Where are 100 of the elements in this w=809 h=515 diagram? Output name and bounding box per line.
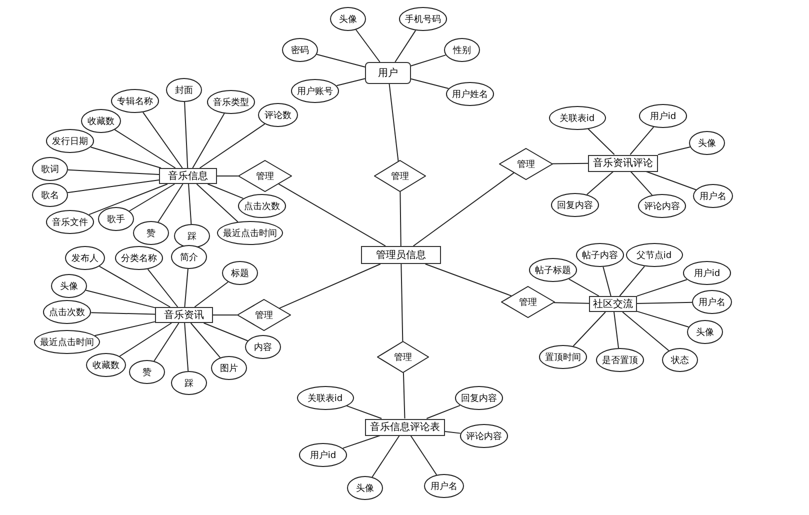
attribute-ellipse: 回复内容 — [550, 193, 600, 217]
connector-line — [658, 146, 691, 156]
connector-line — [410, 435, 438, 476]
connector-line — [646, 171, 696, 190]
attribute-ellipse: 评论数 — [258, 103, 298, 127]
connector-line — [147, 268, 178, 308]
relationship-diamond: 管理 — [377, 341, 429, 373]
connector-line — [388, 84, 399, 162]
attribute-ellipse: 评论内容 — [460, 424, 508, 448]
attribute-ellipse: 内容 — [245, 335, 281, 359]
connector-line — [98, 266, 171, 308]
connector-line — [114, 129, 176, 168]
connector-line — [630, 171, 653, 196]
attribute-ellipse: 状态 — [662, 348, 698, 372]
connector-line — [194, 281, 229, 308]
attribute-ellipse: 头像 — [347, 476, 383, 500]
attribute-ellipse: 标题 — [222, 261, 258, 285]
connector-line — [279, 264, 381, 309]
attribute-ellipse: 封面 — [166, 78, 202, 102]
entity-box: 管理员信息 — [361, 246, 441, 264]
attribute-ellipse: 用户名 — [693, 184, 733, 208]
connector-line — [154, 322, 180, 362]
connector-line — [402, 372, 406, 419]
entity-box: 音乐资讯评论 — [588, 154, 658, 172]
connector-line — [630, 126, 654, 155]
attribute-ellipse: 头像 — [51, 274, 87, 298]
connector-line — [316, 54, 366, 68]
connector-line — [203, 322, 248, 342]
connector-line — [184, 102, 188, 168]
connector-line — [94, 321, 156, 336]
entity-box: 用户 — [365, 62, 411, 84]
connector-line — [336, 78, 366, 86]
attribute-ellipse: 赞 — [129, 360, 165, 384]
attribute-ellipse: 帖子标题 — [528, 258, 578, 282]
connector-line — [119, 322, 172, 357]
attribute-ellipse: 置顶时间 — [538, 345, 588, 369]
connector-line — [67, 180, 160, 194]
connector-line — [602, 266, 612, 296]
attribute-ellipse: 点击次数 — [42, 300, 92, 324]
attribute-ellipse: 分类名称 — [114, 246, 164, 270]
attribute-ellipse: 点击次数 — [238, 194, 286, 218]
connector-line — [553, 302, 590, 304]
attribute-ellipse: 头像 — [687, 320, 723, 344]
connector-line — [636, 302, 693, 304]
connector-line — [207, 184, 244, 199]
attribute-ellipse: 赞 — [133, 221, 169, 245]
connector-line — [372, 435, 400, 478]
attribute-ellipse: 是否置顶 — [596, 348, 644, 372]
attribute-ellipse: 关联表id — [548, 106, 606, 130]
attribute-ellipse: 踩 — [174, 224, 210, 248]
attribute-ellipse: 回复内容 — [454, 386, 504, 410]
attribute-ellipse: 头像 — [330, 7, 366, 31]
connector-line — [90, 146, 162, 168]
attribute-ellipse: 音乐文件 — [46, 210, 94, 234]
connector-line — [142, 112, 183, 168]
connector-line — [158, 184, 184, 222]
attribute-ellipse: 歌词 — [32, 157, 68, 181]
attribute-ellipse: 性别 — [444, 38, 480, 62]
connector-line — [426, 404, 461, 419]
connector-line — [346, 405, 382, 419]
connector-line — [444, 431, 461, 434]
attribute-ellipse: 简介 — [171, 245, 207, 269]
connector-line — [199, 123, 266, 168]
attribute-ellipse: 用户id — [682, 261, 732, 285]
connector-line — [67, 169, 160, 176]
connector-line — [192, 113, 225, 168]
attribute-ellipse: 父节点id — [626, 243, 682, 267]
connector-line — [400, 264, 404, 342]
connector-line — [572, 312, 606, 347]
attribute-ellipse: 用户名 — [692, 290, 732, 314]
attribute-ellipse: 密码 — [282, 38, 318, 62]
connector-line — [614, 312, 619, 349]
connector-line — [619, 266, 646, 296]
attribute-ellipse: 用户id — [638, 104, 688, 128]
relationship-diamond: 管理 — [237, 299, 291, 331]
connector-line — [278, 183, 386, 246]
relationship-diamond: 管理 — [499, 148, 553, 180]
connector-line — [188, 184, 192, 224]
connector-line — [552, 162, 588, 164]
attribute-ellipse: 用户账号 — [290, 79, 340, 103]
connector-line — [85, 290, 156, 308]
connector-line — [342, 435, 381, 449]
connector-line — [196, 184, 238, 222]
connector-line — [184, 268, 188, 308]
connector-line — [410, 54, 446, 66]
attribute-ellipse: 用户id — [298, 443, 348, 467]
connector-line — [636, 279, 688, 297]
entity-box: 社区交流 — [589, 296, 637, 312]
attribute-ellipse: 用户名 — [424, 474, 464, 498]
connector-line — [588, 128, 615, 155]
attribute-ellipse: 帖子内容 — [576, 243, 624, 267]
attribute-ellipse: 收藏数 — [81, 109, 121, 133]
attribute-ellipse: 踩 — [171, 371, 207, 395]
connector-line — [622, 312, 670, 352]
attribute-ellipse: 评论内容 — [638, 194, 686, 218]
connector-line — [184, 322, 189, 372]
connector-line — [412, 172, 514, 246]
connector-line — [394, 30, 416, 62]
attribute-ellipse: 最近点击时间 — [217, 221, 283, 245]
attribute-ellipse: 歌手 — [98, 207, 134, 231]
